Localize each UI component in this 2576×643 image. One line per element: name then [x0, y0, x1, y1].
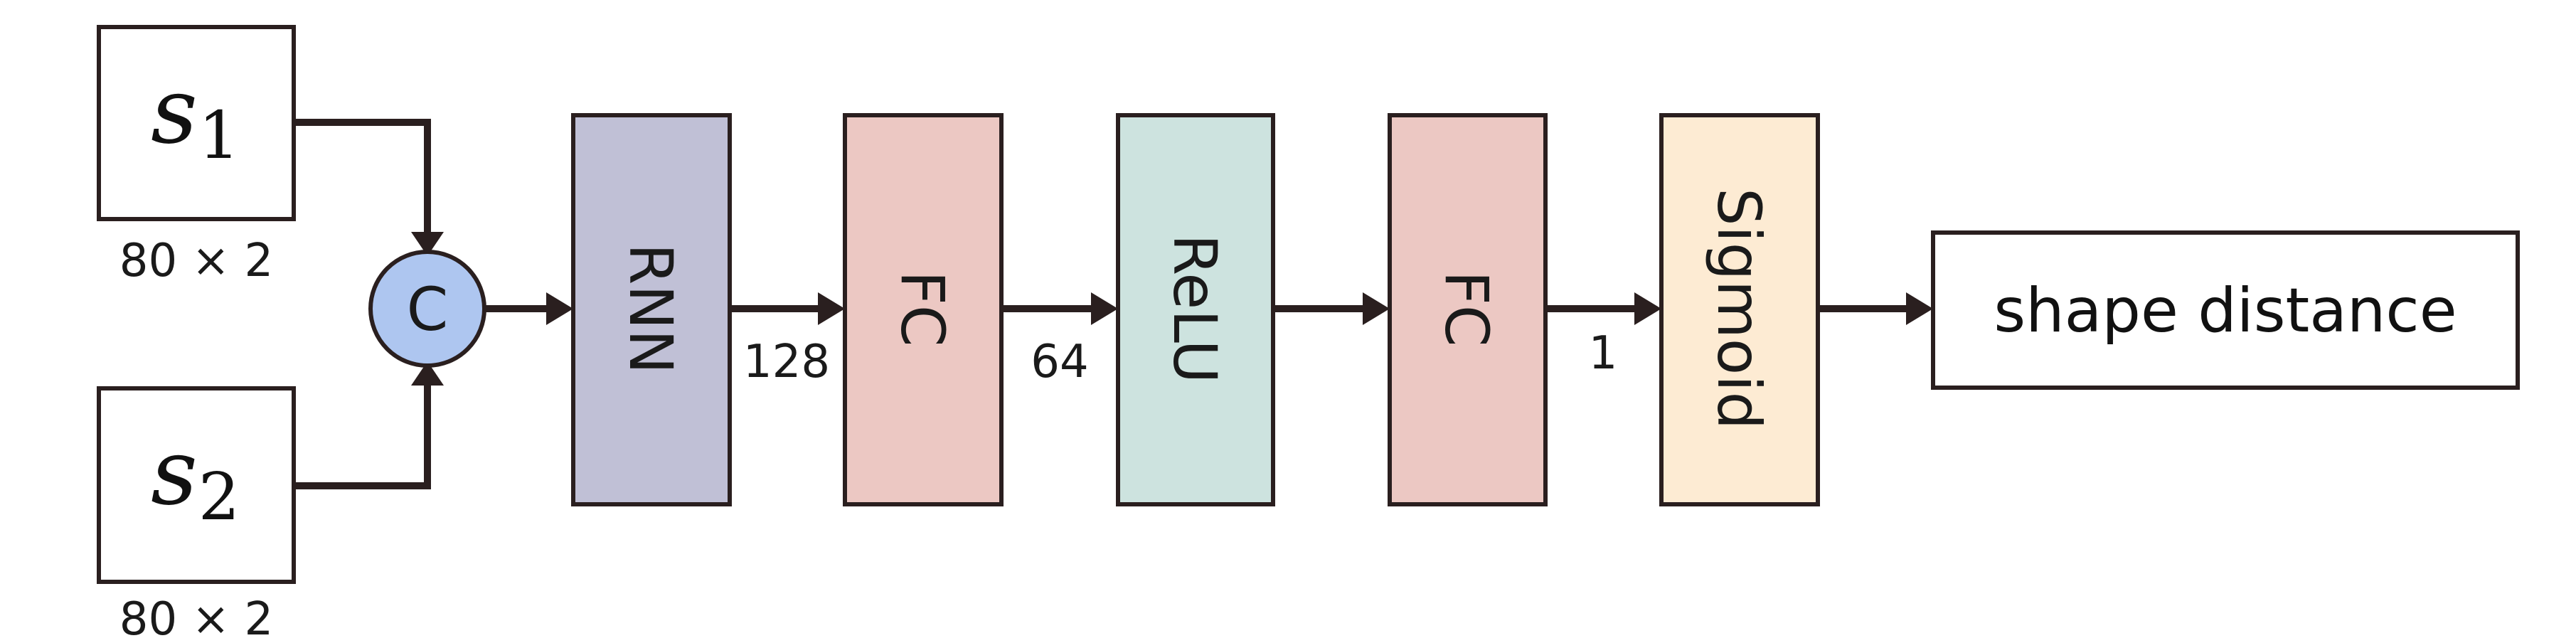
layer-sigmoid	[1659, 113, 1820, 506]
layer-fc-1-label: FC	[888, 271, 957, 347]
layer-relu-label: ReLU	[1160, 234, 1230, 383]
arrowhead-s2	[411, 361, 444, 386]
input-label-s1: s	[151, 58, 198, 164]
arrowhead-relu-to-fc2	[1363, 292, 1390, 325]
arrowhead-fc2-to-sigmoid	[1634, 292, 1661, 325]
edge-label-1: 1	[1589, 327, 1618, 380]
concat-label: C	[407, 275, 449, 344]
edge-label-64: 64	[1031, 336, 1088, 388]
connector-s1-to-concat	[294, 119, 431, 233]
edge-label-128: 128	[743, 336, 830, 388]
arrowhead-fc1-to-relu	[1091, 292, 1118, 325]
arrowhead-rnn-to-fc1	[818, 292, 845, 325]
arrowhead-s1	[411, 232, 444, 256]
input-dims-s2: 80 × 2	[119, 593, 273, 643]
connector-s2-to-concat	[294, 384, 431, 489]
input-box-s2	[97, 386, 296, 584]
arrowhead-sigmoid-to-output	[1906, 292, 1933, 325]
input-dims-s1: 80 × 2	[119, 235, 273, 287]
output-box	[1931, 230, 2520, 390]
input-subscript-s2: 2	[198, 459, 240, 535]
layer-fc-2-label: FC	[1432, 271, 1501, 347]
layer-sigmoid-label: Sigmoid	[1704, 188, 1774, 430]
input-subscript-s1: 1	[198, 97, 240, 174]
input-label-s2: s	[151, 420, 198, 526]
layer-fc-2	[1388, 113, 1548, 506]
layer-fc-1	[843, 113, 1004, 506]
output-label: shape distance	[1994, 275, 2457, 346]
arrowhead-concat-to-rnn	[546, 292, 573, 325]
layer-rnn-label: RNN	[616, 243, 686, 374]
input-box-s1	[97, 25, 296, 221]
